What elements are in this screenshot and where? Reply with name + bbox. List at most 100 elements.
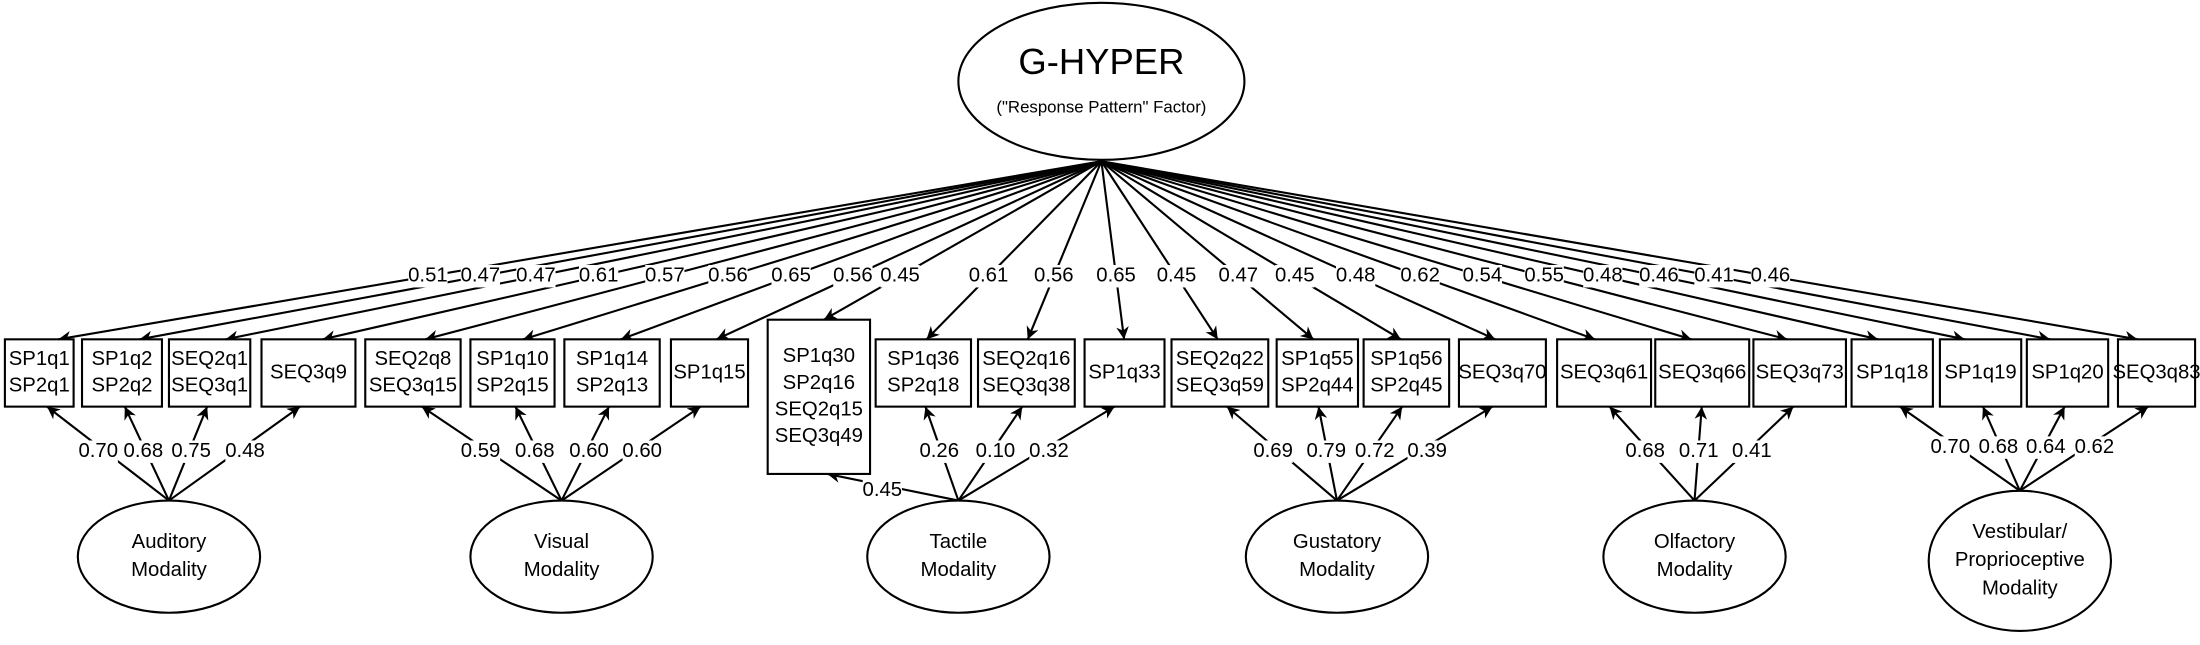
g-loading-value: 0.65: [1096, 265, 1136, 287]
g-loading-value: 0.62: [1400, 265, 1440, 287]
g-loading-arrow: [425, 160, 1102, 343]
g-loading-value: 0.48: [1336, 265, 1376, 287]
label-bg: [516, 265, 556, 288]
g-loading-value: 0.47: [461, 265, 501, 287]
modality-label: Vestibular/: [1972, 521, 2067, 543]
g-loading-value: 0.47: [1219, 265, 1259, 287]
indicator-box: SEQ3q66: [1654, 338, 1751, 408]
g-loading-value: 0.56: [833, 265, 873, 287]
modality-label: Modality: [1299, 559, 1376, 581]
label-bg: [1639, 265, 1679, 288]
label-bg: [1355, 440, 1395, 463]
g-loading-value: 0.61: [579, 265, 619, 287]
indicator-box: SEQ3q9: [260, 338, 357, 408]
label-bg: [880, 265, 920, 288]
modality-loading-value: 0.68: [1625, 440, 1665, 462]
indicator-label: SP2q45: [1370, 375, 1442, 397]
indicator-box: SEQ3q61: [1556, 338, 1653, 408]
g-loading-arrow: [1101, 160, 1965, 343]
indicator-label: SP1q18: [1856, 361, 1928, 383]
g-loading-arrow: [1101, 160, 1879, 343]
modality-label: Modality: [131, 559, 208, 581]
indicator-box: SP1q18: [1850, 338, 1934, 408]
g-loading-value: 0.56: [1034, 265, 1074, 287]
indicator-box: SP1q19: [1938, 338, 2023, 408]
g-loading-value: 0.48: [1583, 265, 1623, 287]
g-loading-arrow: [322, 160, 1102, 343]
g-loading-arrow: [1101, 160, 1788, 343]
modality-label: Tactile: [930, 531, 988, 553]
label-bg: [1275, 265, 1315, 288]
label-bg: [78, 440, 118, 463]
g-loading-value: 0.55: [1524, 265, 1564, 287]
g-loading-arrow: [1100, 160, 1219, 340]
g-loading-arrow: [139, 160, 1102, 344]
g-loading-arrow: [1026, 160, 1103, 340]
label-bg: [1750, 265, 1791, 288]
g-loading-arrow: [522, 160, 1102, 342]
label-bg: [968, 265, 1009, 288]
modality-label: Auditory: [132, 531, 207, 553]
indicator-label: SP2q16: [783, 372, 855, 394]
modality-loading-value: 0.68: [124, 440, 164, 462]
label-bg: [1930, 436, 1970, 459]
modality-loading-value: 0.64: [2026, 436, 2066, 458]
label-bg: [833, 265, 873, 288]
indicator-label: SEQ3q15: [369, 375, 457, 397]
modality-loading-value: 0.69: [1253, 440, 1293, 462]
label-bg: [408, 265, 448, 288]
g-loading-arrow: [620, 160, 1102, 341]
indicator-label: SEQ2q22: [1176, 348, 1264, 370]
label-bg: [569, 440, 609, 463]
indicator-label: SP1q56: [1370, 348, 1442, 370]
g-loading-value: 0.45: [1157, 265, 1197, 287]
indicator-box: SEQ3q83: [2112, 338, 2200, 408]
label-bg: [1400, 265, 1440, 288]
indicator-label: SEQ3q59: [1176, 375, 1264, 397]
g-loading-value: 0.46: [1639, 265, 1679, 287]
modality-loading-value: 0.62: [2075, 436, 2115, 458]
g-loading-value: 0.57: [645, 265, 685, 287]
g-loading-arrow: [1100, 161, 1129, 340]
g-loading-arrow: [1100, 160, 1315, 341]
modality-loading-value: 0.48: [225, 440, 265, 462]
modality-loading-value: 0.10: [976, 440, 1016, 462]
modality-loading-value: 0.41: [1732, 440, 1772, 462]
indicator-label: SP2q44: [1281, 375, 1353, 397]
label-bg: [1253, 440, 1293, 463]
label-bg: [225, 440, 265, 463]
indicator-label: SP2q18: [887, 375, 959, 397]
label-bg: [1306, 440, 1346, 463]
g-loading-value: 0.54: [1463, 265, 1503, 287]
label-bg: [1096, 265, 1136, 288]
label-bg: [171, 440, 211, 463]
indicator-label: SP2q13: [576, 375, 648, 397]
label-bg: [1524, 265, 1564, 288]
modality-label: Visual: [534, 531, 589, 553]
g-loading-arrow: [925, 160, 1103, 341]
g-loading-value: 0.65: [771, 265, 811, 287]
modality-loading-value: 0.60: [622, 440, 662, 462]
label-bg: [1732, 440, 1772, 463]
g-loading-value: 0.45: [1275, 265, 1315, 287]
indicator-label: SEQ3q70: [1458, 361, 1546, 383]
label-bg: [1625, 440, 1665, 463]
label-bg: [622, 440, 662, 463]
g-loading-arrow: [1101, 160, 1596, 341]
g-loading-arrow: [1101, 160, 2138, 344]
indicator-label: SEQ3q83: [2112, 361, 2200, 383]
g-loading-value: 0.45: [880, 265, 920, 287]
g-loading-arrow: [823, 160, 1102, 321]
label-bg: [1978, 436, 2019, 459]
indicator-label: SEQ2q8: [375, 348, 452, 370]
